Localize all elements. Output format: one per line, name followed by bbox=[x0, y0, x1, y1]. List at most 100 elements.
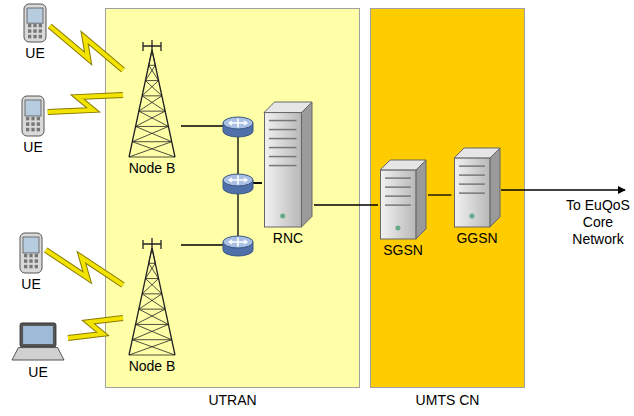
phone-body bbox=[24, 4, 46, 42]
server-front bbox=[454, 158, 489, 227]
router-icon bbox=[223, 236, 253, 256]
server-slot bbox=[269, 129, 296, 131]
phone-body bbox=[20, 233, 42, 273]
server-icon bbox=[454, 148, 500, 228]
tower-icon bbox=[125, 40, 179, 158]
phone-key bbox=[26, 122, 29, 126]
phone-key bbox=[24, 265, 27, 269]
laptop-node: UE bbox=[10, 322, 66, 380]
phone-icon bbox=[23, 3, 47, 43]
phone-node: UE bbox=[22, 3, 47, 61]
server-slot bbox=[269, 147, 296, 149]
server-slot bbox=[385, 195, 411, 197]
tower-node: Node B bbox=[125, 40, 179, 176]
phone-key bbox=[31, 117, 34, 121]
server-led bbox=[469, 214, 474, 219]
phone-key bbox=[29, 254, 32, 258]
phone-body bbox=[22, 96, 44, 136]
network-band: UTRANNode BNode BRNC bbox=[105, 8, 360, 388]
node-label: UE bbox=[25, 45, 44, 61]
phone-key bbox=[37, 122, 40, 126]
server-side bbox=[301, 102, 312, 227]
phone-key bbox=[26, 128, 29, 132]
phone-key bbox=[35, 254, 38, 258]
phone-screen bbox=[27, 8, 43, 23]
server-slot bbox=[269, 138, 296, 140]
node-label: Node B bbox=[129, 358, 176, 374]
phone-key bbox=[29, 259, 32, 263]
laptop-icon bbox=[10, 322, 66, 362]
uplink-arrow bbox=[501, 189, 625, 191]
wired-link bbox=[314, 204, 378, 205]
phone-node: UE bbox=[18, 232, 43, 292]
phone-key bbox=[35, 259, 38, 263]
phone-key bbox=[28, 35, 31, 39]
phone-key bbox=[33, 24, 36, 28]
phone-node: UE bbox=[20, 95, 45, 155]
node-label: GGSN bbox=[456, 230, 497, 246]
laptop-screen bbox=[23, 326, 53, 344]
node-label: UE bbox=[21, 276, 40, 292]
server-led bbox=[280, 214, 285, 219]
phone-key bbox=[24, 259, 27, 263]
node-label: RNC bbox=[273, 230, 303, 246]
server-side bbox=[490, 148, 500, 227]
router-icon bbox=[223, 174, 253, 194]
server-slot bbox=[459, 183, 485, 185]
server-slot bbox=[459, 192, 485, 194]
laptop-lid bbox=[20, 323, 56, 347]
phone-key bbox=[28, 29, 31, 33]
phone-key bbox=[29, 265, 32, 269]
phone-key bbox=[31, 128, 34, 132]
server-slot bbox=[459, 165, 485, 167]
tower-lattice bbox=[129, 40, 175, 157]
server-slot bbox=[385, 186, 411, 188]
server-slot bbox=[269, 120, 296, 122]
phone-key bbox=[26, 117, 29, 121]
server-front bbox=[381, 170, 416, 239]
node-label: SGSN bbox=[383, 242, 423, 258]
band-label: UTRAN bbox=[106, 392, 359, 408]
server-node: RNC bbox=[264, 102, 312, 246]
phone-screen bbox=[25, 100, 41, 116]
phone-key bbox=[33, 29, 36, 33]
phone-icon bbox=[21, 95, 45, 137]
phone-key bbox=[33, 35, 36, 39]
node-label: UE bbox=[23, 139, 42, 155]
phone-key bbox=[24, 254, 27, 258]
laptop-base bbox=[12, 348, 64, 360]
tower-icon bbox=[125, 238, 179, 356]
server-slot bbox=[269, 165, 296, 167]
phone-key bbox=[39, 29, 42, 33]
connector-group bbox=[428, 195, 451, 196]
phone-screen bbox=[23, 237, 39, 253]
node-label: Node B bbox=[129, 160, 176, 176]
wired-link bbox=[428, 194, 451, 195]
server-node: SGSN bbox=[380, 160, 426, 258]
phone-key bbox=[39, 35, 42, 39]
connector-group bbox=[314, 205, 378, 206]
server-slot bbox=[269, 156, 296, 158]
network-band: UMTS CNSGSNGGSN bbox=[370, 8, 525, 388]
band-label: UMTS CN bbox=[371, 392, 524, 408]
phone-icon bbox=[19, 232, 43, 274]
server-led bbox=[395, 226, 400, 231]
tower-node: Node B bbox=[125, 238, 179, 374]
phone-key bbox=[31, 122, 34, 126]
phone-key bbox=[37, 128, 40, 132]
phone-key bbox=[28, 24, 31, 28]
server-slot bbox=[385, 204, 411, 206]
server-front bbox=[265, 113, 302, 227]
router-icon bbox=[223, 117, 253, 137]
phone-key bbox=[35, 265, 38, 269]
phone-key bbox=[39, 24, 42, 28]
node-label: UE bbox=[28, 364, 47, 380]
server-node: GGSN bbox=[453, 148, 500, 246]
phone-key bbox=[37, 117, 40, 121]
server-side bbox=[416, 160, 426, 239]
tower-lattice bbox=[129, 238, 175, 355]
server-icon bbox=[264, 102, 312, 228]
